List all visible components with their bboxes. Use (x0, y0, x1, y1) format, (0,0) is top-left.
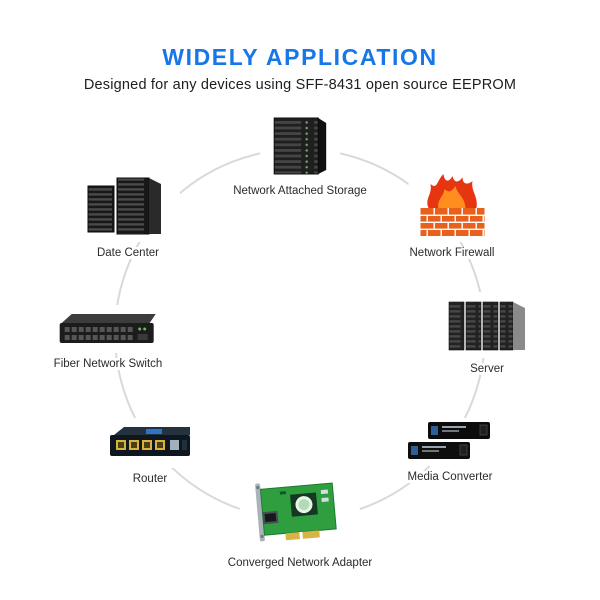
firewall-brick-flame-icon (420, 174, 484, 236)
device-switch: Fiber Network Switch (49, 305, 167, 370)
switch-image (49, 305, 166, 353)
network-switch-icon (59, 314, 156, 343)
page-title: WIDELY APPLICATION (162, 44, 438, 70)
device-label: Router (128, 473, 172, 485)
firewall-image (408, 170, 496, 242)
device-media-converter: Media Converter (398, 418, 502, 483)
server-image (439, 292, 535, 358)
router-image (98, 418, 202, 468)
page-subtitle: Designed for any devices using SFF-8431 … (83, 77, 517, 93)
nas-image (259, 112, 340, 180)
datacenter-racks-icon (87, 177, 161, 235)
media-converter-image (398, 418, 502, 466)
device-label: Media Converter (403, 471, 497, 483)
network-adapter-card-icon (255, 482, 337, 542)
device-server: Server (439, 292, 535, 375)
device-adapter: Converged Network Adapter (223, 476, 377, 569)
adapter-image (240, 476, 360, 552)
datacenter-image (76, 170, 180, 242)
device-datacenter: Date Center (76, 170, 180, 259)
device-nas: Network Attached Storage (229, 112, 371, 197)
device-label: Network Firewall (405, 247, 499, 259)
device-label: Date Center (92, 247, 163, 259)
device-firewall: Network Firewall (405, 170, 499, 259)
router-icon (110, 427, 190, 456)
server-rack-icon (448, 301, 525, 351)
media-converter-icon (408, 422, 490, 459)
device-label: Converged Network Adapter (223, 557, 377, 569)
device-label: Network Attached Storage (229, 185, 371, 197)
nas-rack-icon (273, 117, 326, 175)
device-label: Server (466, 363, 508, 375)
device-label: Fiber Network Switch (49, 358, 167, 370)
device-router: Router (98, 418, 202, 485)
